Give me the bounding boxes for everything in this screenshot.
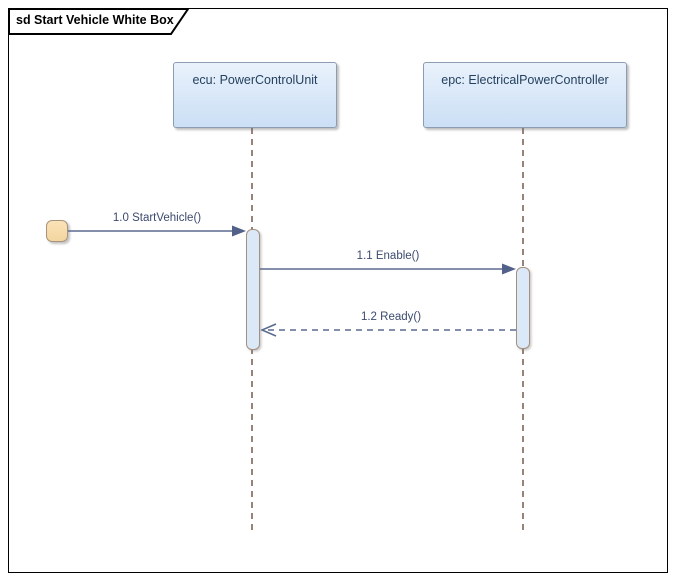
diagram-title: sd Start Vehicle White Box [16,13,174,27]
activation-bar-ecu[interactable] [246,229,260,350]
activation-bar-epc[interactable] [516,267,530,349]
lifeline-head-epc-label: epc: ElectricalPowerController [441,73,609,87]
message-label-enable[interactable]: 1.1 Enable() [356,250,420,262]
found-message-endpoint[interactable] [46,220,68,242]
message-label-ready[interactable]: 1.2 Ready() [360,311,422,323]
message-label-startvehicle[interactable]: 1.0 StartVehicle() [112,212,202,224]
lifeline-head-ecu-label: ecu: PowerControlUnit [192,73,318,87]
frame-title-tab [8,8,190,35]
frame-title-pentagon [8,8,190,35]
lifeline-head-epc[interactable]: epc: ElectricalPowerController [423,62,627,128]
lifeline-head-ecu[interactable]: ecu: PowerControlUnit [173,62,337,128]
